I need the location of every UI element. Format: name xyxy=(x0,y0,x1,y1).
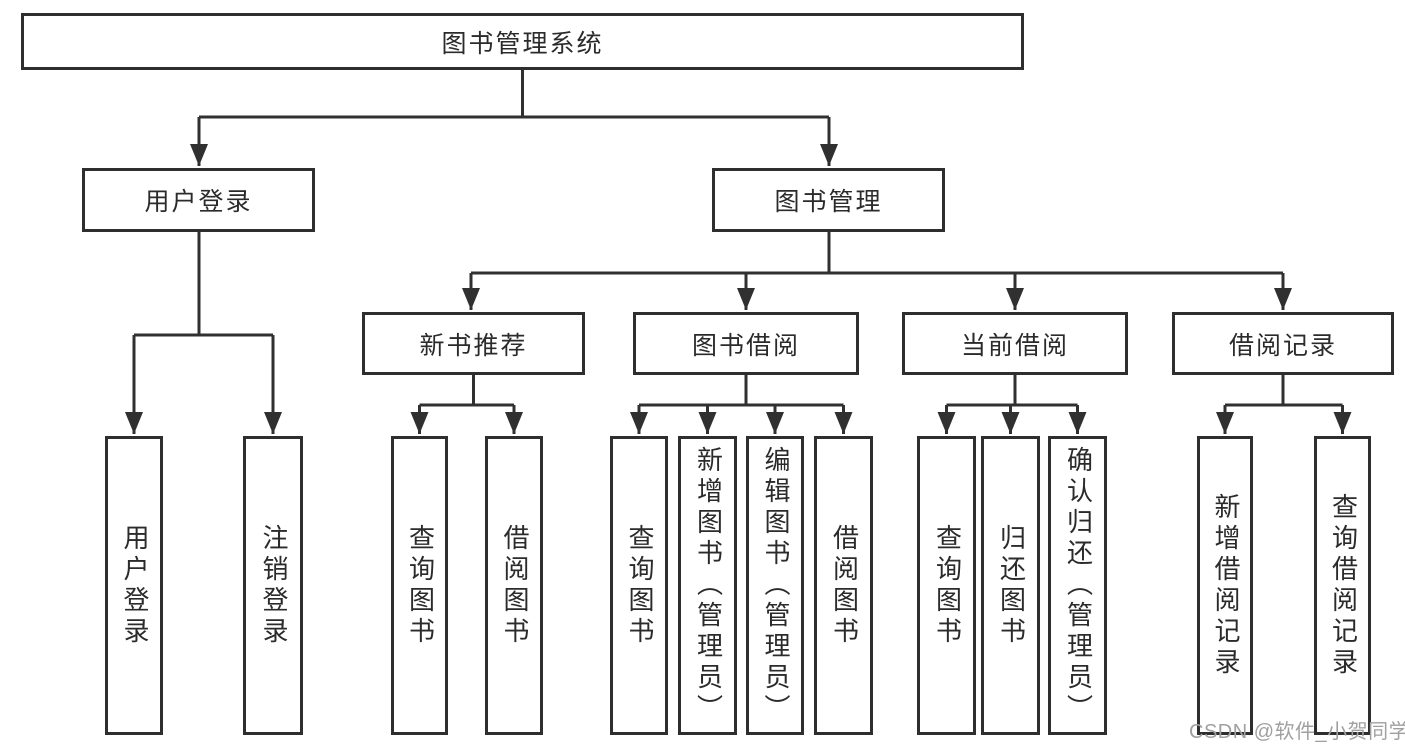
leaf-label: 借阅图书 xyxy=(499,523,530,648)
leaf-label: 确认归还（管理员） xyxy=(1063,446,1094,725)
connector-book-borrow-to-children xyxy=(630,375,853,434)
connector-user-login-to-children xyxy=(125,232,282,434)
node-library-management-system: 图书管理系统 xyxy=(21,13,1024,70)
leaf-query-books-borrow: 查询图书 xyxy=(610,436,668,735)
leaf-query-borrow-record: 查询借阅记录 xyxy=(1314,436,1371,735)
node-current-borrow: 当前借阅 xyxy=(902,312,1128,375)
node-label: 用户登录 xyxy=(144,188,253,216)
leaf-label: 查询图书 xyxy=(624,523,655,648)
node-book-management: 图书管理 xyxy=(712,168,945,232)
leaf-label: 借阅图书 xyxy=(829,523,860,648)
leaf-query-books-current: 查询图书 xyxy=(917,436,976,735)
node-book-borrow: 图书借阅 xyxy=(633,312,859,375)
node-label: 图书借阅 xyxy=(691,331,800,360)
node-user-login: 用户登录 xyxy=(82,168,315,232)
leaf-borrow-books: 借阅图书 xyxy=(814,436,873,735)
leaf-add-books-admin: 新增图书（管理员） xyxy=(678,436,737,735)
connector-book-management-to-children xyxy=(462,232,1292,310)
leaf-label: 归还图书 xyxy=(996,523,1027,648)
node-label: 图书管理 xyxy=(774,188,883,216)
leaf-label: 查询图书 xyxy=(932,523,963,648)
node-new-book-recommend: 新书推荐 xyxy=(362,312,585,375)
leaf-label: 查询借阅记录 xyxy=(1328,492,1359,679)
connector-current-borrow-to-children xyxy=(937,375,1087,434)
leaf-logout: 注销登录 xyxy=(243,436,303,735)
node-label: 图书管理系统 xyxy=(441,29,604,58)
leaf-edit-books-admin: 编辑图书（管理员） xyxy=(746,436,804,735)
leaf-borrow-books-recommend: 借阅图书 xyxy=(485,436,543,735)
connector-new-book-recommend-to-children xyxy=(410,375,523,434)
leaf-query-books-recommend: 查询图书 xyxy=(391,436,448,735)
leaf-add-borrow-record: 新增借阅记录 xyxy=(1197,436,1253,735)
leaf-label: 用户登录 xyxy=(119,523,150,648)
leaf-label: 新增图书（管理员） xyxy=(693,446,724,725)
node-label: 当前借阅 xyxy=(960,331,1069,360)
leaf-return-books: 归还图书 xyxy=(981,436,1040,735)
leaf-label: 查询图书 xyxy=(405,523,436,648)
csdn-watermark: CSDN @软件_小贺同学 xyxy=(1189,721,1405,743)
leaf-label: 编辑图书（管理员） xyxy=(760,446,791,725)
leaf-label: 新增借阅记录 xyxy=(1210,492,1241,679)
node-label: 新书推荐 xyxy=(419,331,528,360)
connector-root-to-children xyxy=(190,70,838,166)
leaf-user-login: 用户登录 xyxy=(105,436,163,735)
leaf-label: 注销登录 xyxy=(258,523,289,648)
node-label: 借阅记录 xyxy=(1228,331,1337,360)
node-borrow-records: 借阅记录 xyxy=(1172,312,1394,375)
connector-borrow-records-to-children xyxy=(1216,375,1352,434)
leaf-confirm-return-admin: 确认归还（管理员） xyxy=(1048,436,1107,735)
